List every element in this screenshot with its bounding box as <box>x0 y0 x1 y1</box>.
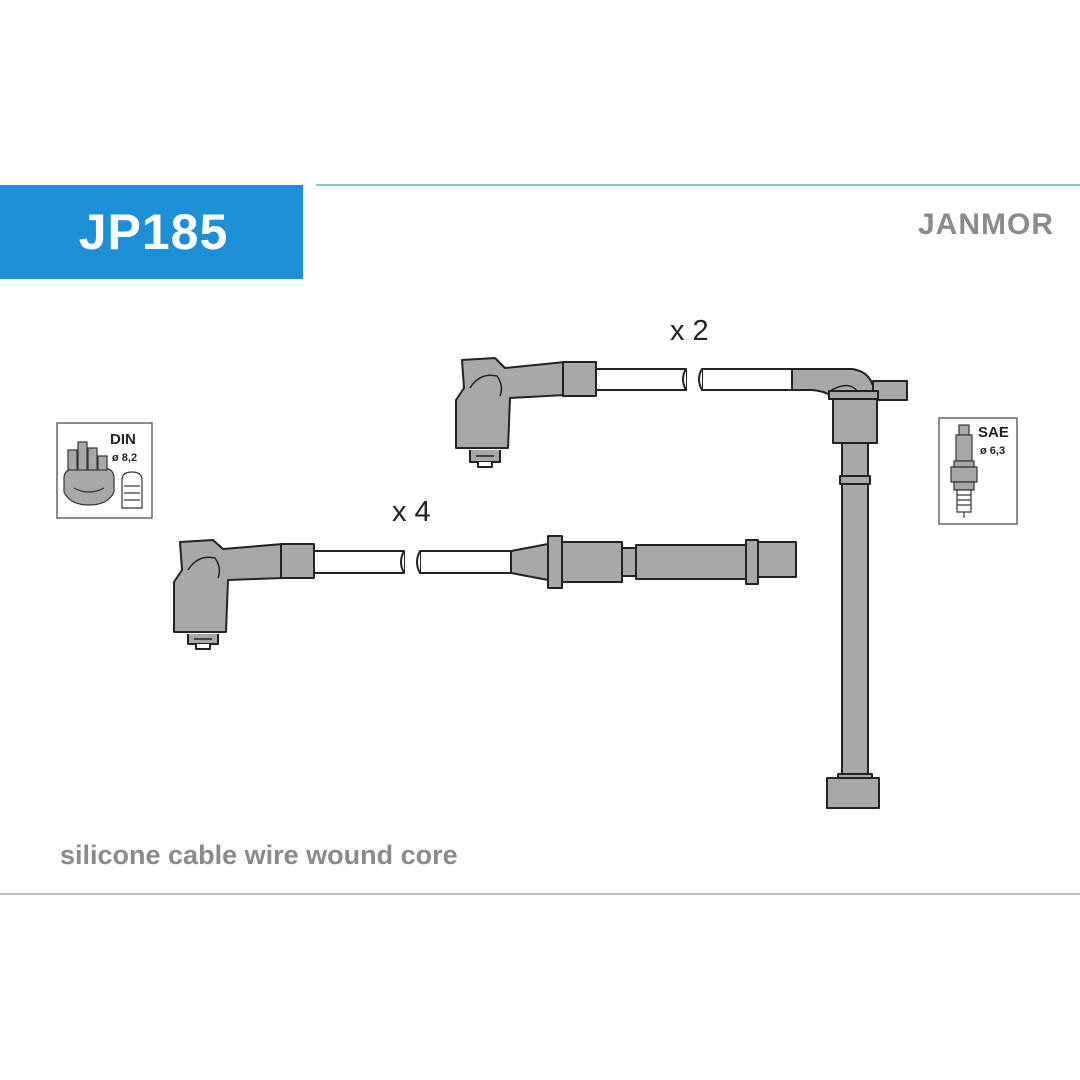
part-code: JP185 <box>78 204 229 260</box>
upper-end-terminal <box>826 777 880 809</box>
lower-quantity-label: x 4 <box>392 496 431 528</box>
lower-straight-connector <box>510 543 549 581</box>
sae-label: SAE <box>978 424 1009 441</box>
distributor-cap-icon <box>63 441 115 506</box>
header-rule <box>316 184 1080 186</box>
cable-description: silicone cable wire wound core <box>60 840 458 870</box>
sae-size: ø 6,3 <box>980 445 1005 457</box>
lower-angled-boot <box>173 539 284 633</box>
part-code-banner: JP185 <box>0 185 303 279</box>
din-size: ø 8,2 <box>112 452 137 464</box>
footer-rule <box>0 893 1080 895</box>
upper-cable-wire <box>595 368 687 391</box>
din-label: DIN <box>110 431 136 448</box>
upper-vertical-sleeve <box>841 442 869 777</box>
upper-angled-boot <box>455 357 566 449</box>
lower-cable-wire <box>313 550 405 574</box>
spark-plug-icon <box>950 424 978 518</box>
sae-badge: SAE ø 6,3 <box>938 417 1018 525</box>
lower-end-terminal <box>757 541 797 578</box>
upper-quantity-label: x 2 <box>670 315 709 347</box>
din-badge: DIN ø 8,2 <box>56 422 153 519</box>
brand-name: JANMOR <box>918 208 1055 241</box>
lower-cable <box>173 535 797 650</box>
terminal-clip-icon <box>121 471 143 509</box>
upper-cable <box>455 357 908 809</box>
